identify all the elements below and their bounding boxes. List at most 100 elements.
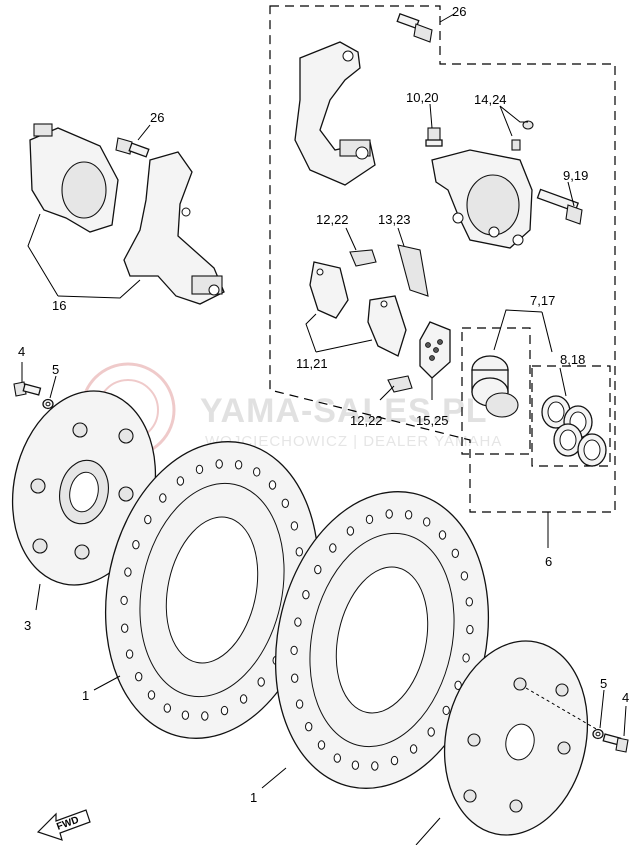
vent-hole — [351, 760, 360, 770]
vent-hole — [120, 595, 128, 606]
vent-hole — [365, 514, 374, 525]
caliper-bracket-top — [294, 41, 376, 186]
callout-11-21: 11,21 — [296, 356, 328, 371]
brake-disc-left — [104, 441, 320, 739]
callout-4-left: 4 — [18, 344, 25, 359]
callout-7-17: 7,17 — [530, 293, 555, 308]
vent-hole — [147, 690, 156, 700]
watermark-subtitle: WOJCIECHOWICZ | DEALER YAMAHA — [205, 433, 502, 450]
vent-hole — [291, 673, 299, 683]
caliper-body-top — [431, 149, 533, 249]
brake-disc-right — [274, 491, 490, 789]
vent-hole — [346, 526, 355, 536]
vent-hole — [317, 740, 326, 750]
vent-hole — [371, 761, 379, 771]
vent-hole — [409, 744, 418, 754]
vent-hole — [329, 543, 337, 553]
vent-hole — [239, 694, 248, 704]
vent-hole — [220, 705, 229, 716]
bolt-26-top — [396, 12, 433, 43]
caliper-assembly-boundary — [269, 5, 616, 513]
vent-hole — [460, 571, 469, 581]
watermark-brand: YAMA-SALES.PL — [200, 392, 488, 430]
leader-lines — [21, 13, 627, 845]
vent-hole — [176, 476, 185, 486]
vent-hole — [121, 623, 129, 633]
vent-hole — [132, 540, 140, 550]
callout-16: 16 — [52, 298, 66, 313]
vent-hole — [305, 722, 313, 732]
vent-hole — [268, 480, 277, 490]
watermark: YAMA-SALES.PL WOJCIECHOWICZ | DEALER YAM… — [80, 362, 502, 458]
forward-arrow-icon: FWD — [36, 809, 91, 841]
vent-hole — [215, 459, 223, 469]
vent-hole — [462, 653, 470, 663]
vent-hole — [465, 597, 473, 607]
washer-5-right — [592, 728, 604, 740]
bolt-26-left — [115, 137, 150, 158]
vent-hole — [333, 753, 341, 763]
vent-hole — [124, 567, 132, 577]
vent-hole — [404, 510, 413, 520]
caliper-pin-bolt — [536, 188, 583, 225]
callout-1-bottom: 1 — [250, 790, 257, 805]
vent-hole — [442, 705, 450, 716]
bolt-4-right — [602, 733, 629, 753]
vent-hole — [385, 509, 393, 519]
bleed-screw — [425, 127, 443, 147]
callout-5-left: 5 — [52, 362, 59, 377]
bleed-cap — [511, 120, 534, 151]
brake-pad-right — [367, 295, 407, 357]
vent-hole — [451, 548, 459, 558]
vent-hole — [201, 711, 209, 721]
vent-hole — [290, 521, 299, 531]
pad-clip-bottom — [387, 375, 413, 393]
vent-hole — [234, 460, 243, 470]
caliper-assembly-left — [29, 123, 225, 305]
vent-hole — [438, 530, 447, 540]
washer-5-left — [42, 398, 54, 410]
callout-15-25: 15,25 — [416, 413, 449, 428]
callout-12-22-top: 12,22 — [316, 212, 349, 227]
vent-hole — [295, 699, 304, 709]
callout-1-left: 1 — [82, 688, 89, 703]
vent-hole — [466, 624, 474, 635]
callout-5-right: 5 — [600, 676, 607, 691]
vent-hole — [195, 464, 204, 475]
bolt-4-left — [13, 381, 42, 397]
brake-pad-left — [309, 261, 349, 319]
vent-hole — [144, 514, 152, 525]
vent-hole — [423, 517, 431, 527]
vent-hole — [295, 547, 303, 557]
callout-14-24: 14,24 — [474, 92, 507, 107]
vent-hole — [302, 590, 310, 600]
vent-hole — [390, 755, 399, 766]
caliper-piston-kit — [461, 327, 531, 455]
vent-hole — [427, 727, 435, 737]
pad-clip-top — [349, 249, 377, 267]
callout-26-top: 26 — [452, 4, 466, 19]
vent-hole — [281, 498, 289, 508]
callout-12-22-bottom: 12,22 — [350, 413, 383, 428]
callout-10-20: 10,20 — [406, 90, 439, 105]
callout-26-left: 26 — [150, 110, 164, 125]
callout-3: 3 — [24, 618, 31, 633]
callout-6: 6 — [545, 554, 552, 569]
hub-adapter-right — [443, 640, 589, 836]
pad-shim — [419, 321, 451, 379]
callout-labels: 26 26 10,20 14,24 9,19 12,22 13,23 16 7,… — [18, 4, 629, 805]
vent-hole — [253, 467, 261, 477]
pad-spring — [397, 244, 429, 297]
callout-13-23: 13,23 — [378, 212, 411, 227]
vent-hole — [163, 703, 172, 713]
vent-hole — [159, 493, 167, 503]
vent-hole — [294, 617, 302, 627]
vent-hole — [257, 677, 265, 687]
piston-seal-kit — [531, 365, 611, 467]
vent-hole — [125, 649, 134, 659]
callout-9-19: 9,19 — [563, 168, 588, 183]
vent-hole — [181, 710, 190, 720]
vent-hole — [290, 645, 298, 656]
callout-4-right: 4 — [622, 690, 629, 705]
